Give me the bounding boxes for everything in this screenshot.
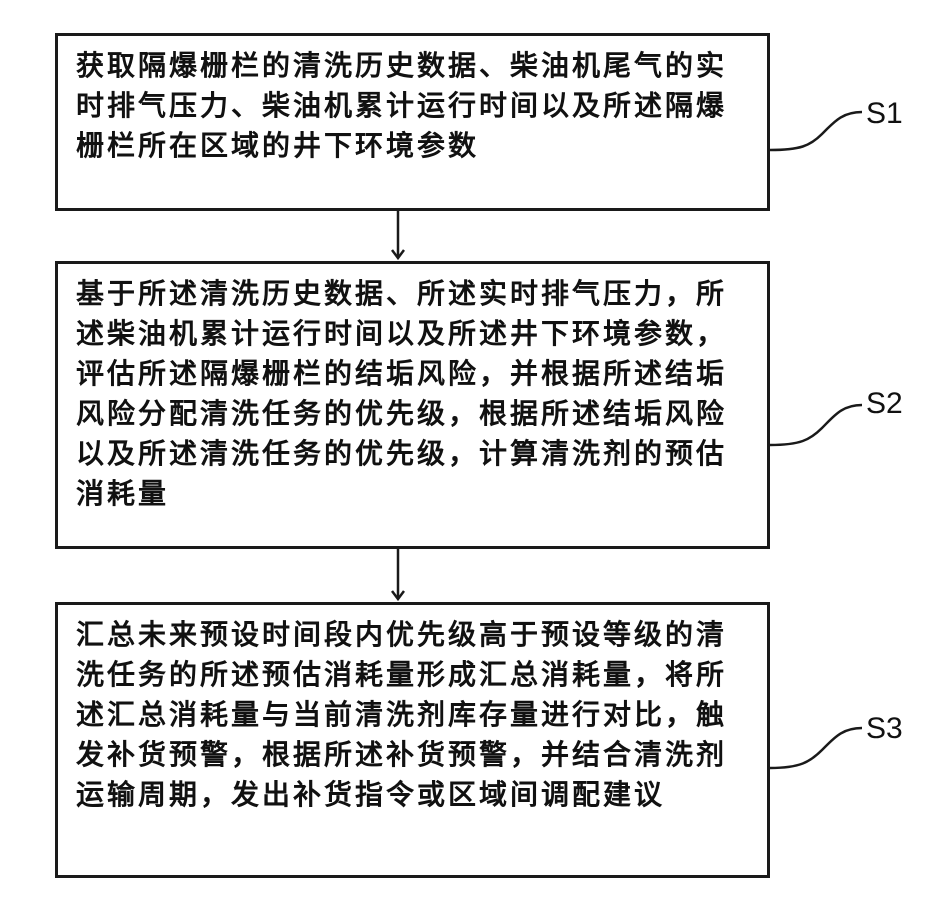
- step-s1-box: 获取隔爆栅栏的清洗历史数据、柴油机尾气的实时排气压力、柴油机累计运行时间以及所述…: [55, 33, 770, 211]
- step-s3-text: 汇总未来预设时间段内优先级高于预设等级的清洗任务的所述预估消耗量形成汇总消耗量，…: [76, 618, 727, 811]
- step-s1-label: S1: [866, 97, 903, 131]
- step-s1-text: 获取隔爆栅栏的清洗历史数据、柴油机尾气的实时排气压力、柴油机累计运行时间以及所述…: [76, 49, 727, 162]
- leader-s3: [770, 728, 862, 768]
- leader-s2: [770, 405, 862, 445]
- step-s3-label: S3: [866, 712, 903, 746]
- step-s2-box: 基于所述清洗历史数据、所述实时排气压力，所述柴油机累计运行时间以及所述井下环境参…: [55, 261, 770, 549]
- leader-s1: [770, 112, 862, 150]
- step-s3-box: 汇总未来预设时间段内优先级高于预设等级的清洗任务的所述预估消耗量形成汇总消耗量，…: [55, 602, 770, 878]
- step-s2-text: 基于所述清洗历史数据、所述实时排气压力，所述柴油机累计运行时间以及所述井下环境参…: [76, 277, 727, 510]
- step-s2-label: S2: [866, 387, 903, 421]
